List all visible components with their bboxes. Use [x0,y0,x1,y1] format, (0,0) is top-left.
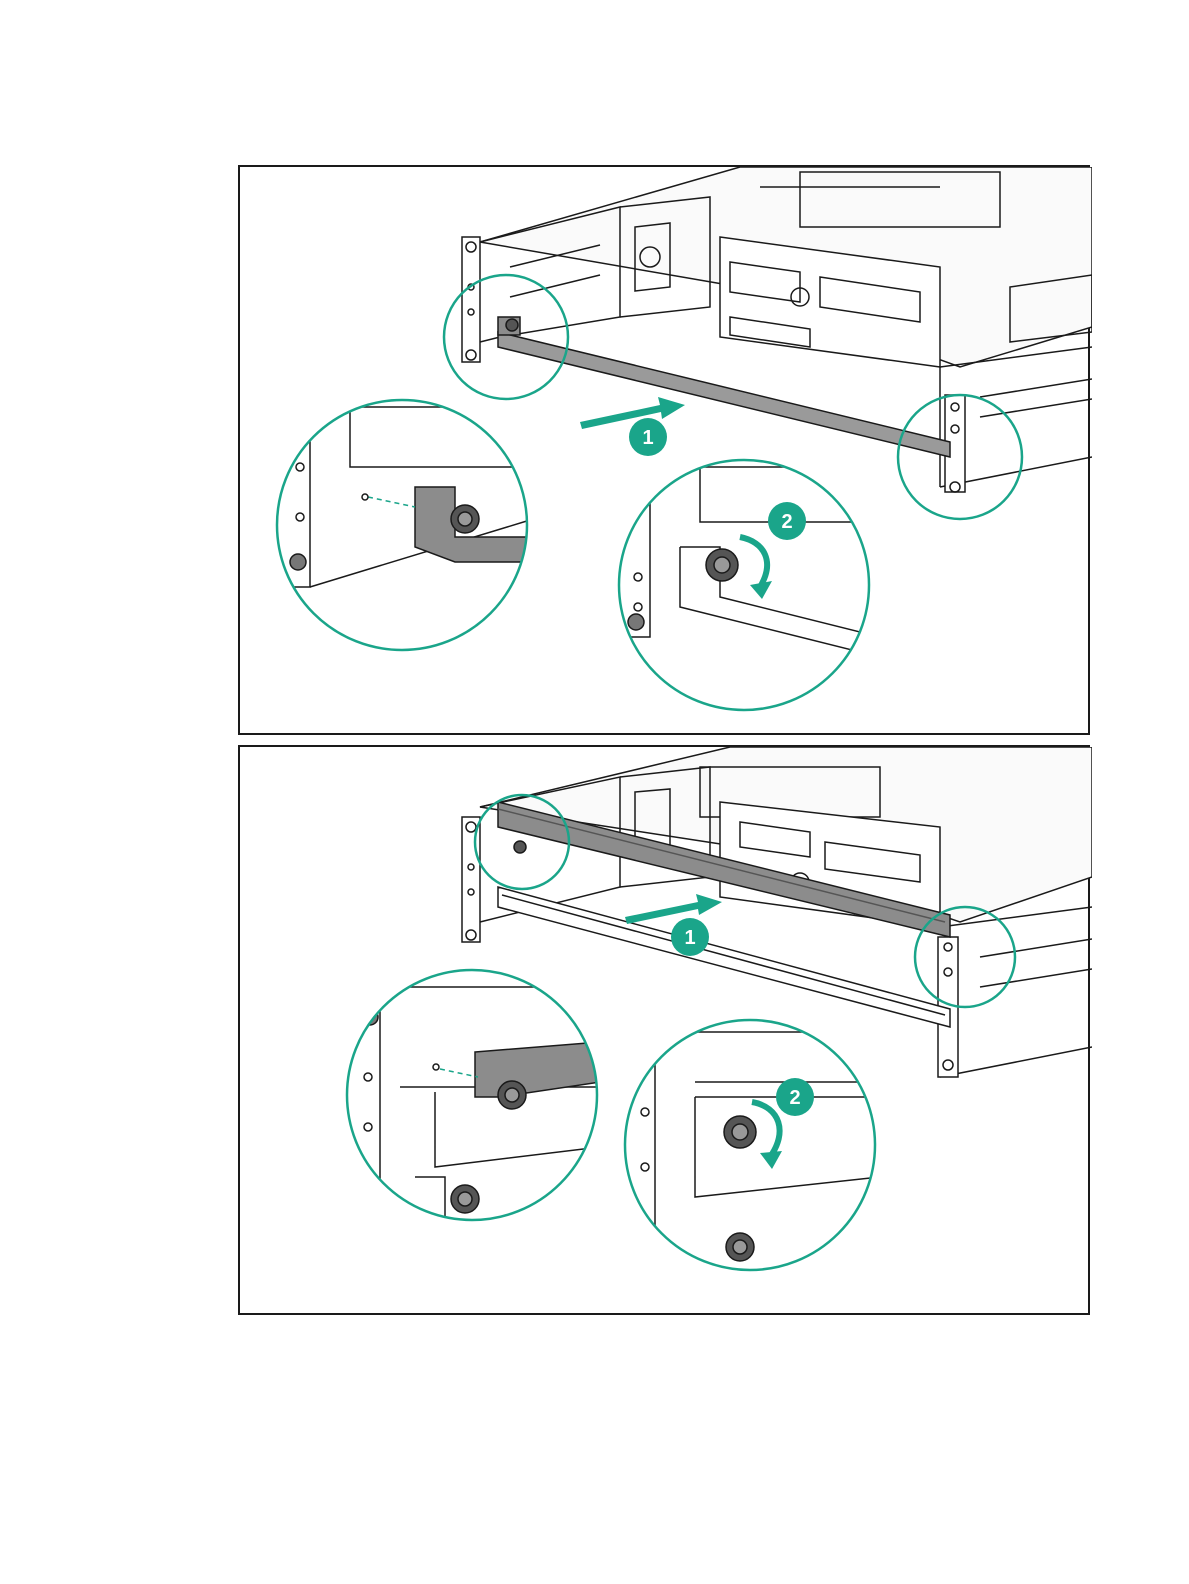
arrow-right-icon [580,397,685,429]
figure-panel-bottom: 1 [238,745,1090,1315]
step-badge-1: 1 [629,418,667,456]
detail-zoom-circle-2 [620,1017,880,1277]
step-badge-1: 1 [671,918,709,956]
step-number-2: 2 [781,511,792,533]
detail-zoom-circle-2 [615,457,880,717]
diagram-bottom: 1 [240,747,1092,1317]
step-badge-2: 2 [768,502,806,540]
arrow-right-icon [625,894,722,924]
step-number-1: 1 [684,927,695,949]
step-number-2: 2 [789,1087,800,1109]
diagram-top: 1 [240,167,1092,737]
detail-zoom-circle-1 [340,967,610,1227]
server-chassis [462,167,1092,492]
step-number-1: 1 [642,427,653,449]
callout-circle-right [915,907,1015,1007]
detail-zoom-circle-1 [270,397,540,657]
step-badge-2: 2 [776,1078,814,1116]
figure-panel-top: 1 [238,165,1090,735]
